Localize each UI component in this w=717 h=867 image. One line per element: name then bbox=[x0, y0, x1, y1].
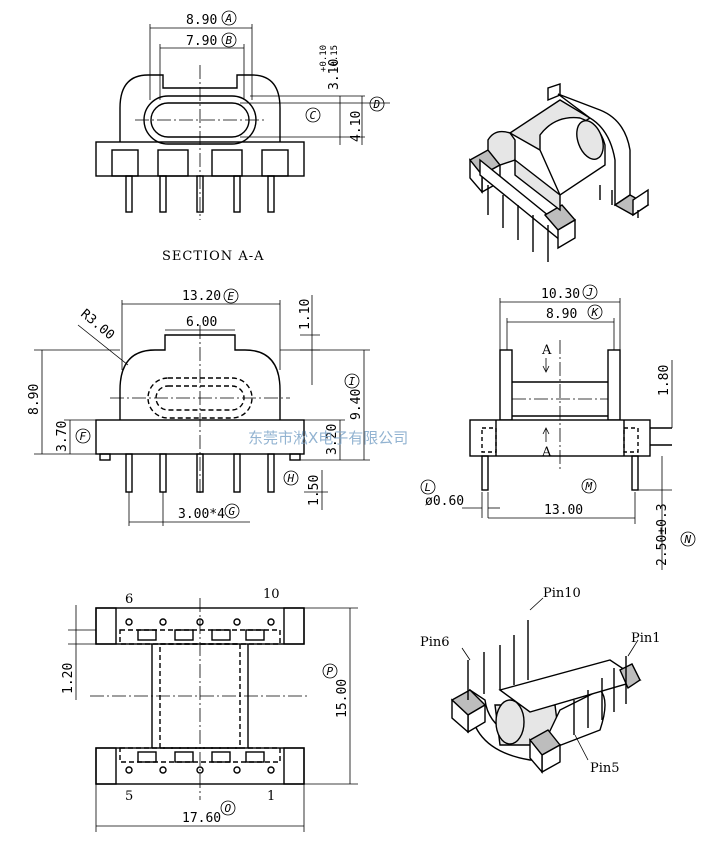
iso-label-pin6: Pin6 bbox=[420, 635, 450, 650]
dim-right-pin-h: 1.80 bbox=[657, 365, 672, 396]
pin-number-10: 10 bbox=[263, 587, 280, 602]
pin-number-1: 1 bbox=[267, 789, 275, 804]
dim-a-value: 8.90 bbox=[186, 13, 217, 28]
pin-number-6: 6 bbox=[125, 592, 133, 607]
section-mark-top: A bbox=[541, 343, 552, 358]
circle-f: F bbox=[80, 430, 87, 443]
dim-o-value: 17.60 bbox=[182, 811, 221, 826]
dim-k-value: 8.90 bbox=[546, 307, 577, 322]
circle-k: K bbox=[591, 306, 600, 319]
dim-side-height: 8.90 bbox=[27, 384, 42, 415]
iso-label-pin5: Pin5 bbox=[590, 761, 620, 776]
dim-g-value: 3.00*4 bbox=[178, 507, 225, 522]
iso-label-pin1: Pin1 bbox=[631, 631, 661, 646]
dim-i-value: 9.40 bbox=[349, 389, 364, 420]
circle-i: I bbox=[349, 375, 356, 388]
dim-l-value: ø0.60 bbox=[425, 494, 464, 509]
dim-p-value: 15.00 bbox=[335, 679, 350, 718]
circle-p: P bbox=[327, 665, 334, 678]
iso-label-pin10: Pin10 bbox=[543, 586, 581, 601]
pin-number-5: 5 bbox=[125, 789, 133, 804]
dim-b-value: 7.90 bbox=[186, 34, 217, 49]
dim-f-value: 3.70 bbox=[55, 421, 70, 452]
circle-h: H bbox=[287, 472, 295, 485]
circle-c: C bbox=[310, 109, 317, 122]
dim-top-height: 1.10 bbox=[298, 299, 313, 330]
circle-e: E bbox=[228, 290, 235, 303]
dim-n-value: 2.50±0.3 bbox=[655, 503, 670, 566]
circle-m: M bbox=[585, 480, 593, 493]
circle-l: L bbox=[425, 481, 432, 494]
dim-bot-h: 1.20 bbox=[61, 663, 76, 694]
circle-a: A bbox=[225, 12, 233, 25]
section-view: 8.90 A 7.90 B 3.10 +0.10 -0.15 4.10 C D … bbox=[95, 10, 390, 264]
dim-m-value: 13.00 bbox=[544, 503, 583, 518]
dim-h-value: 3.20 bbox=[325, 424, 340, 455]
section-title: SECTION A-A bbox=[162, 249, 264, 264]
dim-j-value: 10.30 bbox=[541, 287, 580, 302]
dim-d-tol-upper: +0.10 bbox=[319, 45, 329, 72]
circle-d: D bbox=[373, 98, 381, 111]
dim-d-value: 3.10 bbox=[327, 59, 342, 90]
dim-radius: R3.00 bbox=[77, 307, 117, 344]
front-view: 13.20 E 6.00 1.10 R3.00 8.90 3.70 F 9.40… bbox=[27, 288, 370, 526]
circle-j: J bbox=[586, 286, 594, 299]
bottom-view: 6 10 5 1 15.00 P 1.20 17.60 O bbox=[61, 587, 358, 832]
dim-e-value: 13.20 bbox=[182, 289, 221, 304]
side-view: A A 10.30 J 8.90 K 1.80 ø0.60 L 13.00 M … bbox=[420, 284, 696, 570]
circle-b: B bbox=[226, 34, 233, 47]
circle-o: O bbox=[225, 802, 232, 815]
section-mark-bottom: A bbox=[541, 445, 552, 460]
circle-n: N bbox=[684, 533, 692, 546]
iso-view-bottom: Pin10 Pin6 Pin1 Pin5 bbox=[420, 586, 661, 776]
dim-c-value: 4.10 bbox=[349, 111, 364, 142]
watermark-text: 东莞市淞X电子有限公司 bbox=[248, 429, 408, 447]
circle-g: G bbox=[229, 505, 236, 518]
dim-pin-len: 1.50 bbox=[307, 475, 322, 506]
dim-top-width: 6.00 bbox=[186, 315, 217, 330]
iso-view-top bbox=[468, 83, 650, 262]
dim-d-tol-lower: -0.15 bbox=[330, 45, 340, 72]
